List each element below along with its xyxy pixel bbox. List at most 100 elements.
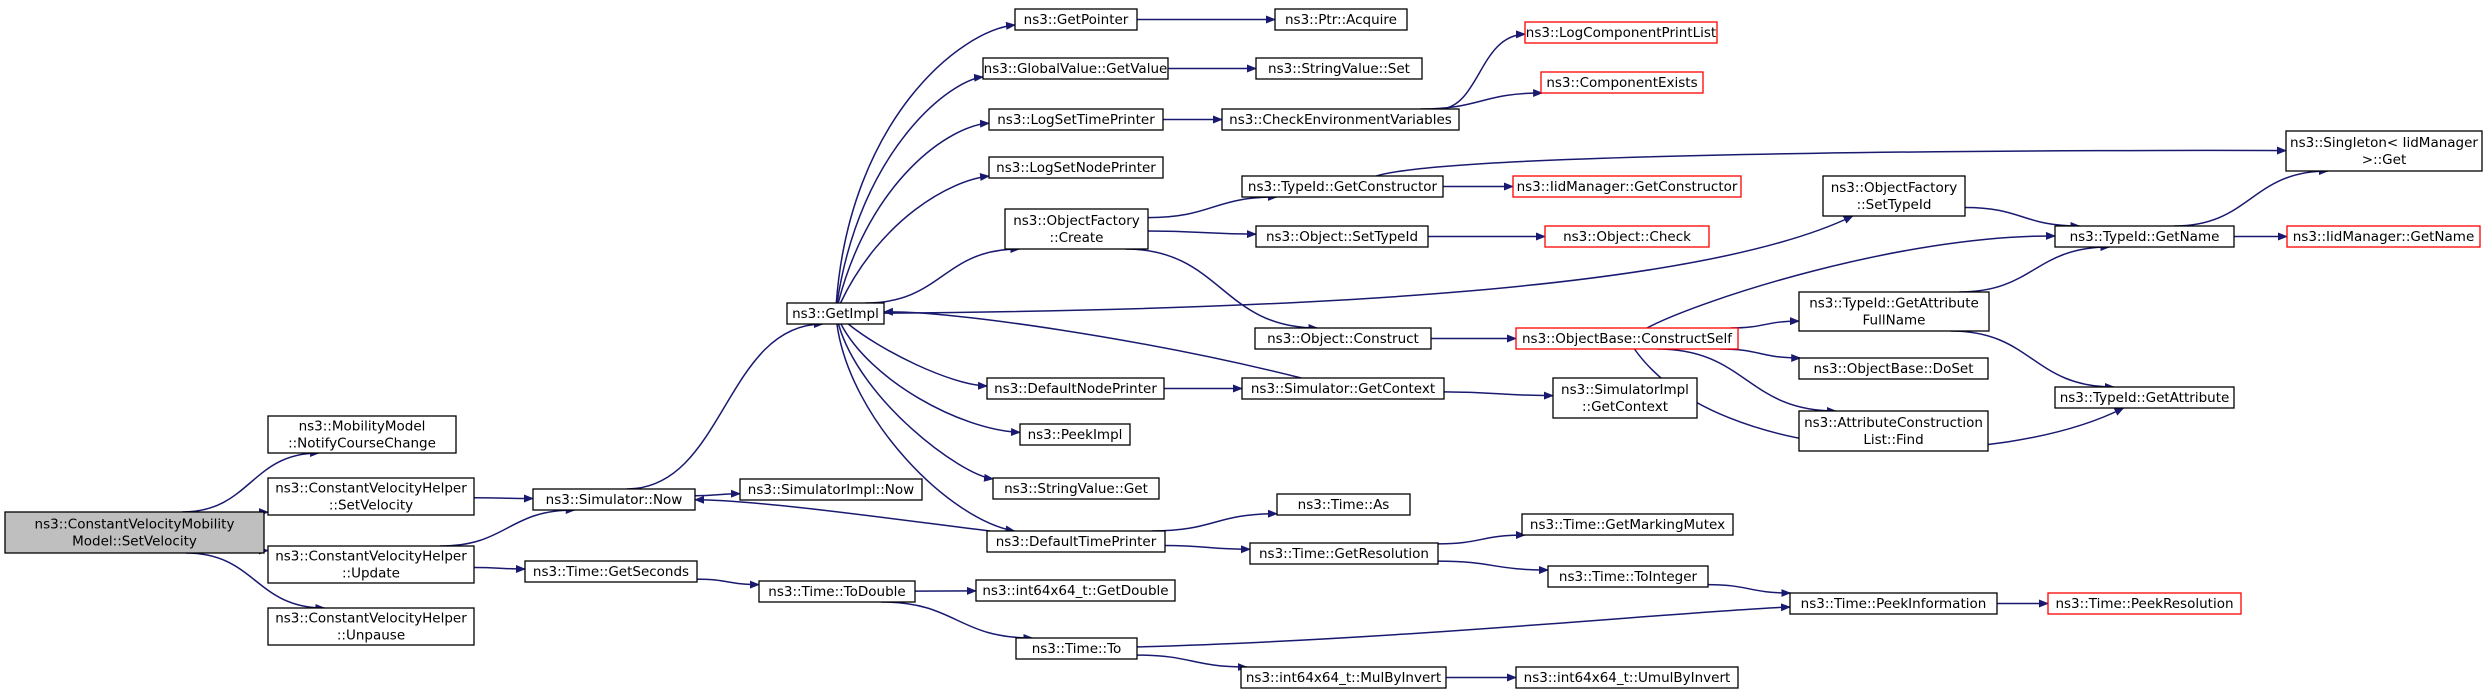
node-time_peekinfo[interactable]: ns3::Time::PeekInformation bbox=[1789, 592, 1998, 615]
node-box bbox=[1552, 377, 1698, 419]
node-time_todouble[interactable]: ns3::Time::ToDouble bbox=[758, 580, 916, 603]
node-box bbox=[1822, 175, 1966, 217]
node-time_as[interactable]: ns3::Time::As bbox=[1276, 493, 1411, 516]
node-label: ns3::DefaultNodePrinter bbox=[994, 381, 1157, 397]
node-label: ns3::ObjectFactory bbox=[1831, 180, 1958, 196]
edge-typeid_getname-to-singleton_get bbox=[2173, 167, 2329, 227]
node-singleton_get[interactable]: ns3::Singleton< IidManager>::Get bbox=[2285, 130, 2483, 172]
node-box bbox=[1515, 666, 1739, 689]
node-label: ns3::Simulator::Now bbox=[546, 492, 683, 508]
node-cvh_setvel[interactable]: ns3::ConstantVelocityHelper::SetVelocity bbox=[267, 477, 475, 516]
edge-getimpl-to-stringvalue_get bbox=[837, 323, 994, 482]
node-getimpl[interactable]: ns3::GetImpl bbox=[786, 302, 885, 325]
node-time_to[interactable]: ns3::Time::To bbox=[1015, 637, 1138, 660]
edge-time_getres-to-time_getmarkingmutex bbox=[1437, 531, 1526, 545]
edge-time_to-to-int64_mulbyinvert bbox=[1136, 654, 1248, 671]
node-iidmgr_getname[interactable]: ns3::IidManager::GetName bbox=[2286, 225, 2481, 248]
node-iidmgr_getctor[interactable]: ns3::IidManager::GetConstructor bbox=[1512, 175, 1742, 198]
node-compexists[interactable]: ns3::ComponentExists bbox=[1540, 71, 1704, 94]
node-objfactory_create[interactable]: ns3::ObjectFactory::Create bbox=[1004, 208, 1149, 250]
node-label: FullName bbox=[1863, 313, 1926, 329]
node-box bbox=[1512, 175, 1742, 198]
node-label: ns3::TypeId::GetAttribute bbox=[1809, 296, 1979, 312]
node-time_tointeger[interactable]: ns3::Time::ToInteger bbox=[1547, 565, 1709, 588]
node-label: ns3::MobilityModel bbox=[299, 419, 426, 435]
node-logsettime[interactable]: ns3::LogSetTimePrinter bbox=[988, 108, 1164, 131]
node-int64_mulbyinvert[interactable]: ns3::int64x64_t::MulByInvert bbox=[1240, 666, 1447, 689]
node-label: ns3::Object::Check bbox=[1563, 229, 1691, 245]
node-object_construct[interactable]: ns3::Object::Construct bbox=[1254, 327, 1432, 350]
node-stringvalue_get[interactable]: ns3::StringValue::Get bbox=[992, 477, 1160, 500]
node-box bbox=[982, 57, 1169, 80]
node-logsetnode[interactable]: ns3::LogSetNodePrinter bbox=[988, 156, 1164, 179]
node-box bbox=[2286, 225, 2481, 248]
node-root: ns3::ConstantVelocityMobilityModel::SetV… bbox=[4, 511, 265, 554]
node-box bbox=[1019, 423, 1131, 446]
node-notify[interactable]: ns3::MobilityModel::NotifyCourseChange bbox=[267, 415, 457, 454]
node-simimpl_getcontext[interactable]: ns3::SimulatorImpl::GetContext bbox=[1552, 377, 1698, 419]
node-label: ns3::IidManager::GetName bbox=[2293, 229, 2475, 245]
node-label: ns3::Time::PeekInformation bbox=[1801, 596, 1987, 612]
node-box bbox=[1524, 21, 1718, 44]
node-box bbox=[1515, 327, 1739, 350]
edge-getimpl-to-logsetnode bbox=[839, 173, 990, 304]
node-time_peekres[interactable]: ns3::Time::PeekResolution bbox=[2047, 592, 2242, 615]
edge-deftimeprinter-to-time_getres bbox=[1164, 544, 1251, 554]
node-deftimeprinter[interactable]: ns3::DefaultTimePrinter bbox=[986, 530, 1166, 553]
node-label: Model::SetVelocity bbox=[72, 534, 197, 550]
node-typeid_getctor[interactable]: ns3::TypeId::GetConstructor bbox=[1241, 175, 1444, 198]
edge-time_to-to-time_peekinfo bbox=[1136, 603, 1791, 648]
node-checkenv[interactable]: ns3::CheckEnvironmentVariables bbox=[1221, 108, 1460, 131]
node-label: ns3::Object::Construct bbox=[1267, 331, 1419, 347]
node-object_check[interactable]: ns3::Object::Check bbox=[1544, 225, 1710, 248]
node-int64_getdouble[interactable]: ns3::int64x64_t::GetDouble bbox=[975, 579, 1176, 602]
node-label: ns3::SimulatorImpl bbox=[1561, 382, 1689, 398]
node-simimpl_now[interactable]: ns3::SimulatorImpl::Now bbox=[739, 478, 923, 501]
node-time_getseconds[interactable]: ns3::Time::GetSeconds bbox=[524, 560, 698, 583]
node-label: ns3::ComponentExists bbox=[1546, 75, 1697, 91]
node-objbase_constructself[interactable]: ns3::ObjectBase::ConstructSelf bbox=[1515, 327, 1739, 350]
node-typeid_getattribute[interactable]: ns3::TypeId::GetAttribute bbox=[2054, 386, 2235, 409]
node-ptr_acquire[interactable]: ns3::Ptr::Acquire bbox=[1274, 8, 1408, 31]
node-stringvalue_set[interactable]: ns3::StringValue::Set bbox=[1255, 57, 1423, 80]
node-int64_umulbyinvert[interactable]: ns3::int64x64_t::UmulByInvert bbox=[1515, 666, 1739, 689]
node-box bbox=[988, 156, 1164, 179]
node-label: ns3::Ptr::Acquire bbox=[1285, 12, 1397, 28]
node-defnodeprinter[interactable]: ns3::DefaultNodePrinter bbox=[986, 377, 1165, 400]
node-label: ns3::AttributeConstruction bbox=[1804, 415, 1983, 431]
edge-sim_now-to-simimpl_now bbox=[694, 489, 741, 498]
node-label: ::Create bbox=[1050, 230, 1104, 246]
node-sim_getcontext[interactable]: ns3::Simulator::GetContext bbox=[1241, 377, 1445, 400]
node-objfactory_settypeid[interactable]: ns3::ObjectFactory::SetTypeId bbox=[1822, 175, 1966, 217]
node-logcomp_printlist[interactable]: ns3::LogComponentPrintList bbox=[1524, 21, 1718, 44]
node-object_settypeid[interactable]: ns3::Object::SetTypeId bbox=[1255, 225, 1429, 248]
node-label: ns3::Time::As bbox=[1298, 497, 1390, 513]
node-label: ns3::GetPointer bbox=[1024, 12, 1129, 28]
edge-getimpl-to-deftimeprinter bbox=[836, 323, 1016, 534]
edge-checkenv-to-logcomp_printlist bbox=[1441, 30, 1526, 110]
node-cvh_unpause[interactable]: ns3::ConstantVelocityHelper::Unpause bbox=[267, 607, 475, 646]
node-typeid_getname[interactable]: ns3::TypeId::GetName bbox=[2054, 225, 2235, 248]
node-label: ::Unpause bbox=[337, 628, 405, 644]
edge-root-to-notify bbox=[182, 449, 321, 513]
node-label: ::Update bbox=[342, 566, 400, 582]
edge-getimpl-to-gv_getvalue bbox=[836, 73, 984, 304]
edge-getimpl-to-objfactory_settypeid bbox=[883, 215, 1854, 314]
node-peekimpl[interactable]: ns3::PeekImpl bbox=[1019, 423, 1131, 446]
node-label: ns3::ConstantVelocityHelper bbox=[275, 481, 467, 497]
edge-cvh_setvel-to-sim_now bbox=[473, 494, 534, 503]
node-sim_now[interactable]: ns3::Simulator::Now bbox=[532, 488, 696, 511]
node-box bbox=[1521, 513, 1734, 536]
node-label: ns3::Time::GetResolution bbox=[1259, 546, 1429, 562]
node-objbase_doset[interactable]: ns3::ObjectBase::DoSet bbox=[1798, 357, 1989, 380]
node-getpointer[interactable]: ns3::GetPointer bbox=[1014, 8, 1138, 31]
node-time_getres[interactable]: ns3::Time::GetResolution bbox=[1249, 542, 1439, 565]
node-cvh_update[interactable]: ns3::ConstantVelocityHelper::Update bbox=[267, 545, 475, 584]
node-label: ns3::LogSetTimePrinter bbox=[997, 112, 1155, 128]
node-gv_getvalue[interactable]: ns3::GlobalValue::GetValue bbox=[982, 57, 1169, 80]
node-time_getmarkingmutex[interactable]: ns3::Time::GetMarkingMutex bbox=[1521, 513, 1734, 536]
node-label: ::GetContext bbox=[1582, 399, 1668, 415]
